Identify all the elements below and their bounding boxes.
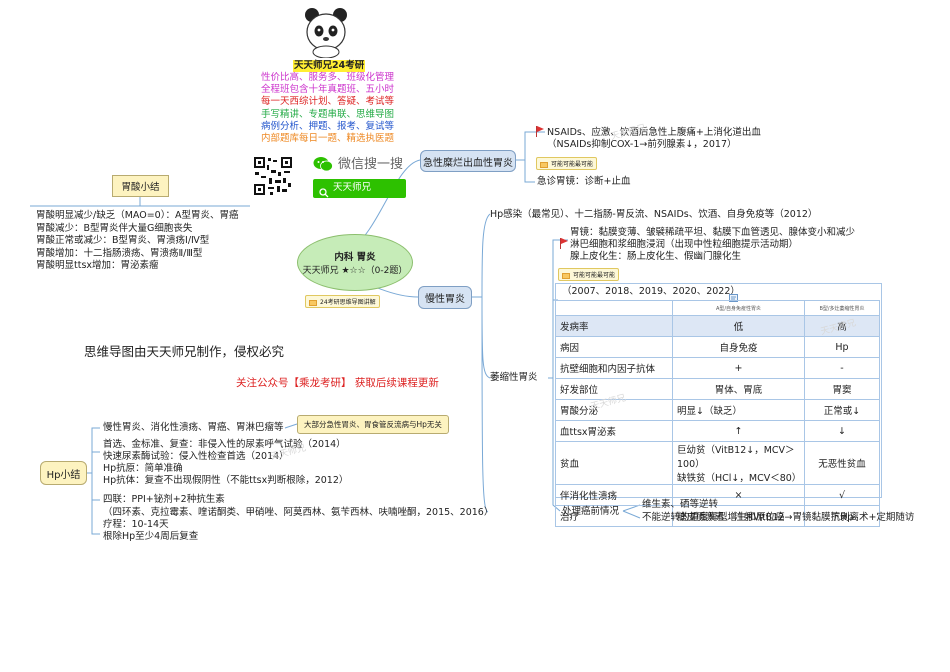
acid-summary-node[interactable]: 胃酸小结: [112, 175, 169, 197]
chronic-gastritis-node[interactable]: 慢性胃炎: [418, 286, 472, 309]
hp-line4: Hp抗原：简单准确: [103, 463, 183, 474]
table-cell-a-line: 巨幼贫（VitB12↓，MCV＞100）: [677, 445, 795, 470]
hp-line1: 慢性胃炎、消化性溃疡、胃癌、胃淋巴瘤等: [103, 422, 284, 433]
center-topic-title: 内科 胃炎: [334, 252, 376, 263]
table-cell-a: 低: [672, 315, 805, 337]
atrophic-years: （2007、2018、2019、2020、2022）: [562, 286, 740, 297]
acid-summary-item: 胃酸明显减少/缺乏（MAO=0）：A型胃炎、胃癌: [36, 210, 239, 221]
hp-summary-node[interactable]: Hp小结: [40, 461, 87, 485]
note-icon: [729, 287, 738, 302]
chronic-lymph: 淋巴细胞和浆细胞浸润（出现中性粒细胞提示活动期）: [570, 239, 799, 250]
hp-line3: 快速尿素酶试验：侵入性检查首选（2014）: [103, 451, 289, 462]
treatment-line1: 维生素、硒等逆转: [642, 499, 719, 510]
hp-line8: 疗程：10-14天: [103, 519, 169, 530]
brand-slogan-line: 性价比高、服务多、班级化管理: [261, 72, 395, 83]
table-row: 血ttsx胃泌素↑↓: [555, 420, 880, 442]
table-row: 好发部位胃体、胃底胃窦: [555, 378, 880, 400]
table-cell-a: 自身免疫: [672, 336, 805, 358]
flag-icon: [536, 126, 545, 137]
table-cell-b: 无恶性贫血: [804, 441, 880, 485]
table-cell-key: 发病率: [555, 315, 673, 337]
acid-summary-item: 胃酸减少：B型胃炎伴大量G细胞丧失: [36, 222, 193, 234]
acute-gastritis-node[interactable]: 急性糜烂出血性胃炎: [420, 150, 516, 172]
follow-text: 关注公众号【乘龙考研】 获取后续课程更新: [236, 377, 439, 389]
table-cell-a: 明显↓（缺乏）: [672, 399, 805, 421]
acid-summary-item: 胃酸正常或减少：B型胃炎、胃溃疡Ⅰ/Ⅳ型: [36, 235, 210, 246]
table-cell-b: 抗Hp: [804, 505, 880, 527]
wechat-search-box[interactable]: 天天师兄: [313, 179, 406, 198]
acute-gastritis-label: 急性糜烂出血性胃炎: [423, 157, 513, 169]
brand-slogan-line: 内部题库每日一题、精选执医题: [261, 133, 395, 144]
hp-line9: 根除Hp至少4周后复查: [103, 531, 199, 542]
acute-line1: NSAIDs、应激、饮酒后急性上腹痛+上消化道出血: [547, 127, 761, 138]
table-cell-b: 正常或↓: [804, 399, 880, 421]
brand-slogan-line: 手写精讲、专题串联、思维导图: [261, 108, 395, 120]
table-cell-a: +: [672, 357, 805, 379]
panda-mascot-icon: [303, 6, 349, 59]
hp-line5: Hp抗体：复查不出现假阴性（不能ttsx判断根除，2012）: [103, 475, 349, 486]
center-topic-node[interactable]: 内科 胃炎 天天师兄 ★☆☆（0-2题）: [297, 234, 413, 291]
table-cell-b: √: [804, 484, 880, 506]
table-cell-a-line: 缺铁贫（HCl↓，MCV＜80）: [677, 473, 802, 484]
table-row: 胃酸分泌明显↓（缺乏）正常或↓: [555, 399, 880, 421]
table-header-cell: A型/自身免疫性胃炎: [672, 300, 805, 316]
table-cell-b: ↓: [804, 420, 880, 442]
brand-title: 天天师兄24考研: [293, 60, 366, 72]
acute-line3: 急诊胃镜：诊断+止血: [537, 176, 631, 187]
acute-tag: 可能可能最可能: [536, 157, 598, 170]
table-cell-key: 病因: [555, 336, 673, 358]
hp-line7: （四环素、克拉霉素、喹诺酮类、甲硝唑、阿莫西林、氨苄西林、呋喃唑酮，2015、2…: [103, 507, 494, 518]
brand-slogan-line: 全程班包含十年真题班、五小时: [261, 84, 395, 96]
table-cell-key: 抗壁细胞和内因子抗体: [555, 357, 673, 379]
table-cell-a: 胃体、胃底: [672, 378, 805, 400]
table-cell-b: -: [804, 357, 880, 379]
acid-summary-item: 胃酸增加：十二指肠溃疡、胃溃疡Ⅱ/Ⅲ型: [36, 247, 203, 259]
center-tag: 24考研思维导图讲解: [305, 295, 380, 308]
table-cell-b: Hp: [804, 336, 880, 358]
table-row: 抗壁细胞和内因子抗体+-: [555, 357, 880, 379]
chronic-gastritis-label: 慢性胃炎: [425, 294, 465, 305]
table-cell-key: 血ttsx胃泌素: [555, 420, 673, 442]
chronic-tag: 可能可能最可能: [558, 268, 620, 281]
wechat-search-text: 天天师兄: [333, 182, 372, 193]
hp-summary-label: Hp小结: [46, 469, 81, 481]
wechat-icon: [313, 156, 333, 172]
treatment-label: 处理癌前情况: [562, 506, 620, 517]
qr-code: [253, 156, 293, 196]
hp-callout: 大部分急性胃炎、胃食管反流病与Hp无关: [297, 415, 449, 434]
table-row: 发病率低高: [555, 315, 880, 337]
table-header-cell: B型/多灶萎缩性胃炎: [804, 300, 880, 316]
chronic-metaplasia: 腺上皮化生：肠上皮化生、假幽门腺化生: [570, 251, 742, 262]
acid-summary-item: 胃酸明显ttsx增加：胃泌素瘤: [36, 260, 159, 271]
table-cell-a: 巨幼贫（VitB12↓，MCV＞100） 缺铁贫（HCl↓，MCV＜80）: [672, 441, 805, 485]
hp-line2: 首选、金标准、复查：非侵入性的尿素呼气试验（2014）: [103, 439, 346, 450]
chronic-scope: 胃镜：黏膜变薄、皱襞稀疏平坦、黏膜下血管透见、腺体变小和减少: [570, 227, 856, 238]
table-cell-b: 高: [804, 315, 880, 337]
center-topic-subtitle: 天天师兄 ★☆☆（0-2题）: [302, 266, 408, 276]
chronic-cause: Hp感染（最常见）、十二指肠-胃反流、NSAIDs、饮酒、自身免疫等（2012）: [490, 209, 818, 220]
table-header-cell: [555, 300, 673, 316]
search-icon: [319, 183, 329, 202]
brand-slogan-line: 每一天西综计划、答疑、考试等: [261, 96, 395, 108]
copyright-text: 思维导图由天天师兄制作，侵权必究: [84, 344, 285, 359]
table-cell-b: 胃窦: [804, 378, 880, 400]
wechat-search-label: 微信搜一搜: [338, 157, 404, 172]
acid-summary-label: 胃酸小结: [121, 182, 160, 193]
table-cell-a: ↑: [672, 420, 805, 442]
table-cell-a: 糖皮质激素、注射VitB12: [672, 505, 805, 527]
table-cell-key: 贫血: [555, 441, 673, 485]
hp-line6: 四联：PPI+铋剂+2种抗生素: [103, 494, 225, 505]
acute-line2: （NSAIDs抑制COX-1→前列腺素↓，2017）: [547, 139, 737, 150]
flag-icon: [560, 238, 569, 249]
hp-callout-text: 大部分急性胃炎、胃食管反流病与Hp无关: [304, 420, 442, 429]
brand-slogan-line: 病例分析、押题、报考、复试等: [261, 120, 395, 132]
table-row: 贫血巨幼贫（VitB12↓，MCV＞100） 缺铁贫（HCl↓，MCV＜80）无恶…: [555, 441, 880, 485]
treatment-line2: 不能逆转的重度异型增生和原位癌→胃镜黏膜下剥离术+定期随访: [642, 512, 915, 523]
atrophic-gastritis-label: 萎缩性胃炎: [490, 372, 538, 383]
